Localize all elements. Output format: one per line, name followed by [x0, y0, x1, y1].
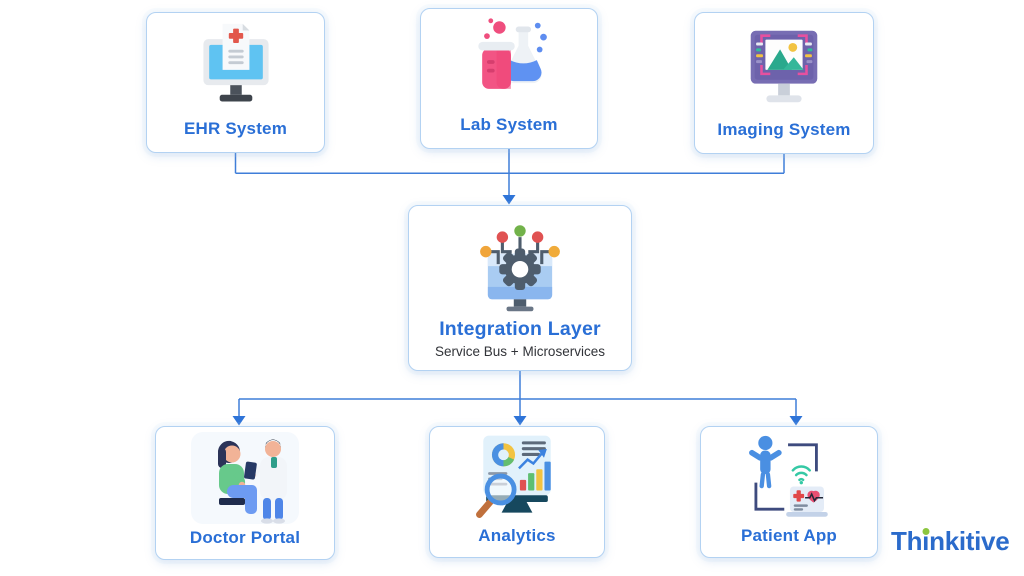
node-ehr-system: EHR System	[146, 12, 325, 153]
arrowhead-doctor	[232, 416, 246, 426]
node-label-imaging: Imaging System	[717, 120, 851, 139]
node-sublabel-integration: Service Bus + Microservices	[435, 344, 605, 359]
patient-app-health-monitor-icon	[701, 427, 877, 526]
integration-gear-monitor-icon	[409, 206, 631, 318]
logo-green-dot-icon	[922, 528, 930, 535]
arrowhead-patient	[789, 416, 803, 426]
node-integration-layer: Integration Layer Service Bus + Microser…	[408, 205, 632, 371]
node-label-doctor: Doctor Portal	[189, 528, 301, 547]
node-doctor-portal: Doctor Portal	[155, 426, 335, 560]
analytics-dashboard-magnifier-icon	[430, 427, 604, 526]
node-label-lab: Lab System	[460, 115, 558, 134]
node-analytics: Analytics	[429, 426, 605, 558]
logo-text-prefix: Th	[891, 526, 923, 556]
node-lab-system: Lab System	[420, 8, 598, 149]
node-label-analytics: Analytics	[478, 526, 556, 545]
lab-beaker-flask-icon	[421, 9, 597, 115]
logo-text-suffix: nkitive	[929, 526, 1010, 556]
node-label-ehr: EHR System	[183, 119, 288, 138]
ehr-monitor-document-icon	[147, 13, 324, 119]
node-label-integration: Integration Layer	[439, 318, 601, 340]
imaging-monitor-photo-icon	[695, 13, 873, 120]
logo-letter-i: ı	[922, 526, 930, 556]
node-patient-app: Patient App	[700, 426, 878, 558]
node-imaging-system: Imaging System	[694, 12, 874, 154]
doctor-patient-consult-icon	[156, 427, 334, 528]
arrowhead-analytics	[513, 416, 527, 426]
arrowhead-integration	[502, 195, 516, 205]
node-label-patient: Patient App	[740, 526, 837, 545]
